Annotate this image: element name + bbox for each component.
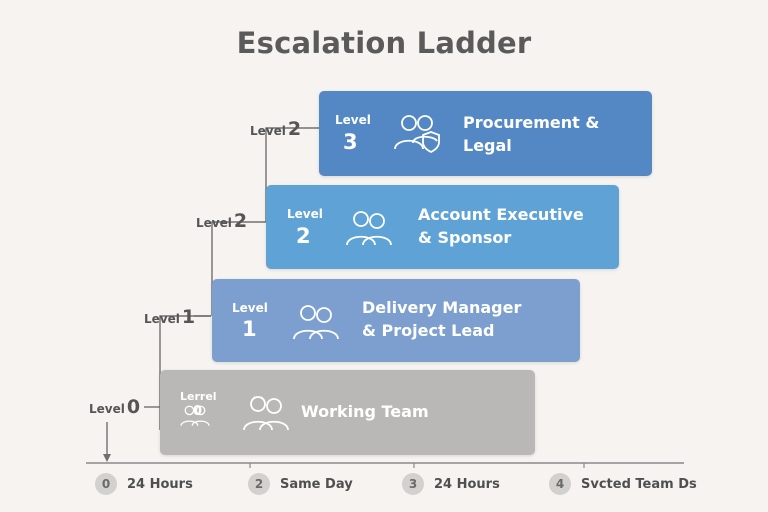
working-team-icon (243, 396, 289, 431)
timeline-number-badge: 0 (95, 473, 117, 495)
step-level-2[interactable]: Level 2 Account Executive & Sponsor (266, 185, 619, 269)
step-level-number: 3 (343, 130, 358, 154)
team-people-icon (180, 405, 210, 426)
step-label: Account Executive & Sponsor (418, 203, 584, 249)
step-label: Working Team (301, 402, 429, 421)
timeline-label: Same Day (280, 476, 353, 492)
timeline-label: Svcted Team Ds (581, 476, 697, 492)
step-level-0[interactable]: Lerrel 0 Working Team (160, 370, 535, 455)
timeline-item-0: 0 24 Hours (95, 472, 193, 496)
page-title: Escalation Ladder (236, 26, 532, 60)
two-people-icon (346, 211, 392, 246)
timeline-number-badge: 3 (402, 473, 424, 495)
step-label-line-1: Delivery Manager (362, 298, 522, 317)
timeline-number-badge: 4 (549, 473, 571, 495)
step-level-word: Level (287, 207, 323, 221)
timeline-label: 24 Hours (127, 476, 193, 492)
step-level-word: Level (232, 301, 268, 315)
timeline-label: 24 Hours (434, 476, 500, 492)
timeline-item-2: 3 24 Hours (402, 472, 500, 496)
step-label: Procurement & Legal (463, 111, 599, 157)
timeline-item-1: 2 Same Day (248, 472, 353, 496)
timeline-item-3: 4 Svcted Team Ds (549, 472, 697, 496)
step-label-line-2: Legal (463, 136, 512, 155)
people-shield-icon (394, 115, 440, 153)
level0-arrow-head (103, 454, 111, 462)
step-level-1[interactable]: Level 1 Delivery Manager & Project Lead (212, 279, 580, 362)
step-level-word: Level (335, 113, 371, 127)
step-level-number: 0 (193, 404, 203, 419)
step-label-line-1: Procurement & (463, 113, 600, 132)
timeline-number-badge: 2 (248, 473, 270, 495)
step-label: Delivery Manager & Project Lead (362, 296, 521, 342)
step-level-3[interactable]: Level 3 Procurement & Legal (319, 91, 652, 176)
step-level-word: Lerrel (180, 390, 217, 403)
two-people-icon (293, 305, 339, 340)
step-label-line-2: & Sponsor (418, 228, 512, 247)
step-level-number: 2 (296, 224, 311, 248)
step-level-number: 1 (242, 317, 257, 341)
step-label-line-2: & Project Lead (362, 321, 495, 340)
step-label-line-1: Account Executive (418, 205, 584, 224)
